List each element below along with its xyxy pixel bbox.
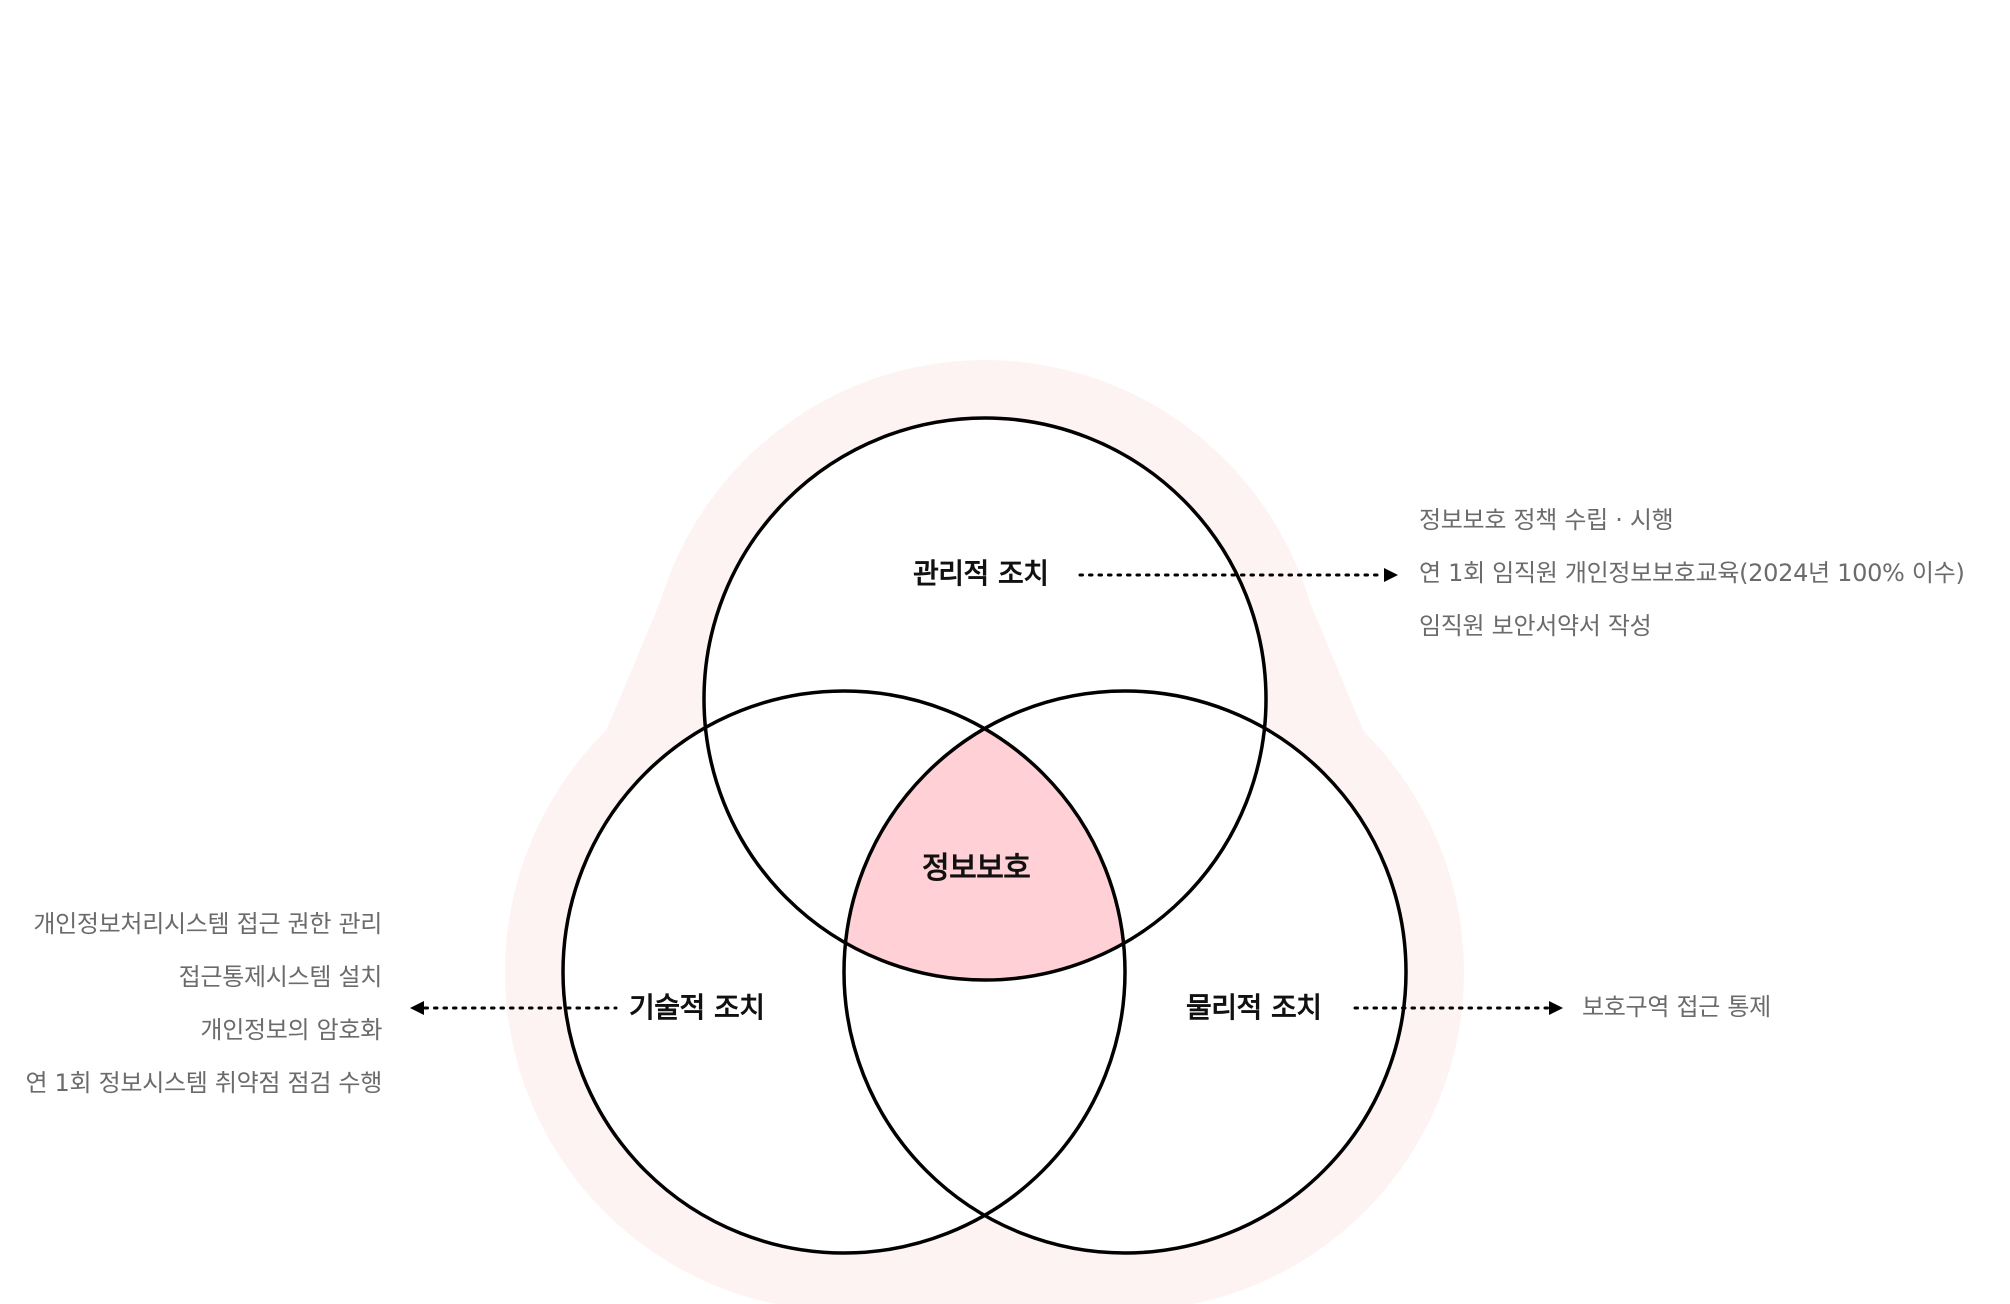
arrow-right-icon [1549,1001,1563,1015]
list-item: 임직원 보안서약서 작성 [1419,612,1652,640]
list-item: 정보보호 정책 수립 · 시행 [1419,506,1674,534]
list-item: 연 1회 임직원 개인정보보호교육(2024년 100% 이수) [1419,559,1965,587]
circle-administrative [702,416,1268,982]
list-administrative: 정보보호 정책 수립 · 시행 연 1회 임직원 개인정보보호교육(2024년 … [1419,494,1965,653]
list-physical: 보호구역 접근 통제 [1582,981,1771,1034]
circle-physical [842,689,1408,1255]
label-center: 정보보호 [922,851,1031,886]
label-physical: 물리적 조치 [1186,991,1322,1024]
list-item: 연 1회 정보시스템 취약점 점검 수행 [25,1069,382,1097]
arrow-right-icon [1384,568,1398,582]
circle-technical [561,689,1127,1255]
list-item: 접근통제시스템 설치 [178,963,383,991]
arrow-left-icon [410,1001,424,1015]
list-technical: 개인정보처리시스템 접근 권한 관리 접근통제시스템 설치 개인정보의 암호화 … [25,898,382,1110]
list-item: 개인정보의 암호화 [200,1016,382,1044]
list-item: 보호구역 접근 통제 [1582,993,1771,1021]
label-administrative: 관리적 조치 [913,557,1049,590]
intersection-highlight [844,691,1125,980]
list-item: 개인정보처리시스템 접근 권한 관리 [33,910,382,938]
label-technical: 기술적 조치 [629,991,765,1024]
